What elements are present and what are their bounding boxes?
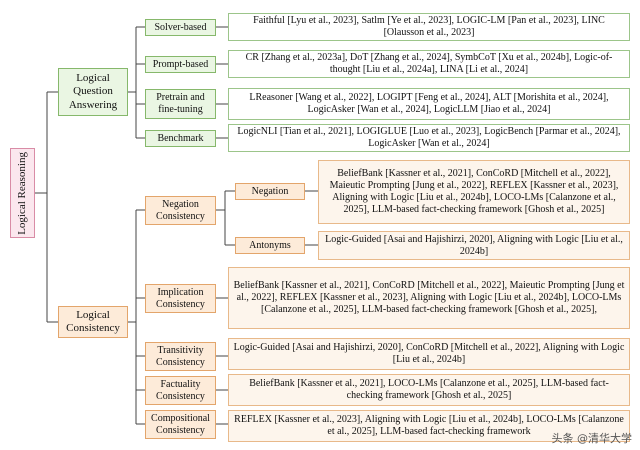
node-prompt-based: Prompt-based: [145, 56, 216, 73]
leaf-benchmark-refs: LogicNLI [Tian et al., 2021], LOGIGLUE […: [228, 124, 630, 152]
leaf-prompt-based-refs: CR [Zhang et al., 2023a], DoT [Zhang et …: [228, 50, 630, 78]
node-negation: Negation: [235, 183, 305, 200]
leaf-compositional-refs: REFLEX [Kassner et al., 2023], Aligning …: [228, 410, 630, 442]
leaf-negation-refs: BeliefBank [Kassner et al., 2021], ConCo…: [318, 160, 630, 224]
node-antonyms: Antonyms: [235, 237, 305, 254]
node-compositional-consistency: Compositional Consistency: [145, 410, 216, 439]
leaf-implication-refs: BeliefBank [Kassner et al., 2021], ConCo…: [228, 267, 630, 329]
root-node-logical-reasoning: Logical Reasoning: [10, 148, 35, 238]
node-solver-based: Solver-based: [145, 19, 216, 36]
leaf-transitivity-refs: Logic-Guided [Asai and Hajishirzi, 2020]…: [228, 338, 630, 370]
node-implication-consistency: Implication Consistency: [145, 284, 216, 313]
node-transitivity-consistency: Transitivity Consistency: [145, 342, 216, 371]
leaf-antonyms-refs: Logic-Guided [Asai and Hajishirzi, 2020]…: [318, 231, 630, 260]
leaf-factuality-refs: BeliefBank [Kassner et al., 2021], LOCO-…: [228, 374, 630, 406]
node-benchmark: Benchmark: [145, 130, 216, 147]
node-factuality-consistency: Factuality Consistency: [145, 376, 216, 405]
root-label: Logical Reasoning: [15, 151, 28, 235]
node-logical-consistency: Logical Consistency: [58, 306, 128, 338]
node-logical-question-answering: Logical Question Answering: [58, 68, 128, 116]
leaf-solver-based-refs: Faithful [Lyu et al., 2023], Satlm [Ye e…: [228, 13, 630, 41]
node-pretrain-fine-tuning: Pretrain and fine-tuning: [145, 89, 216, 119]
node-negation-consistency: Negation Consistency: [145, 196, 216, 225]
leaf-pretrain-refs: LReasoner [Wang et al., 2022], LOGIPT [F…: [228, 88, 630, 120]
watermark: 头条 @清华大学: [551, 432, 633, 445]
